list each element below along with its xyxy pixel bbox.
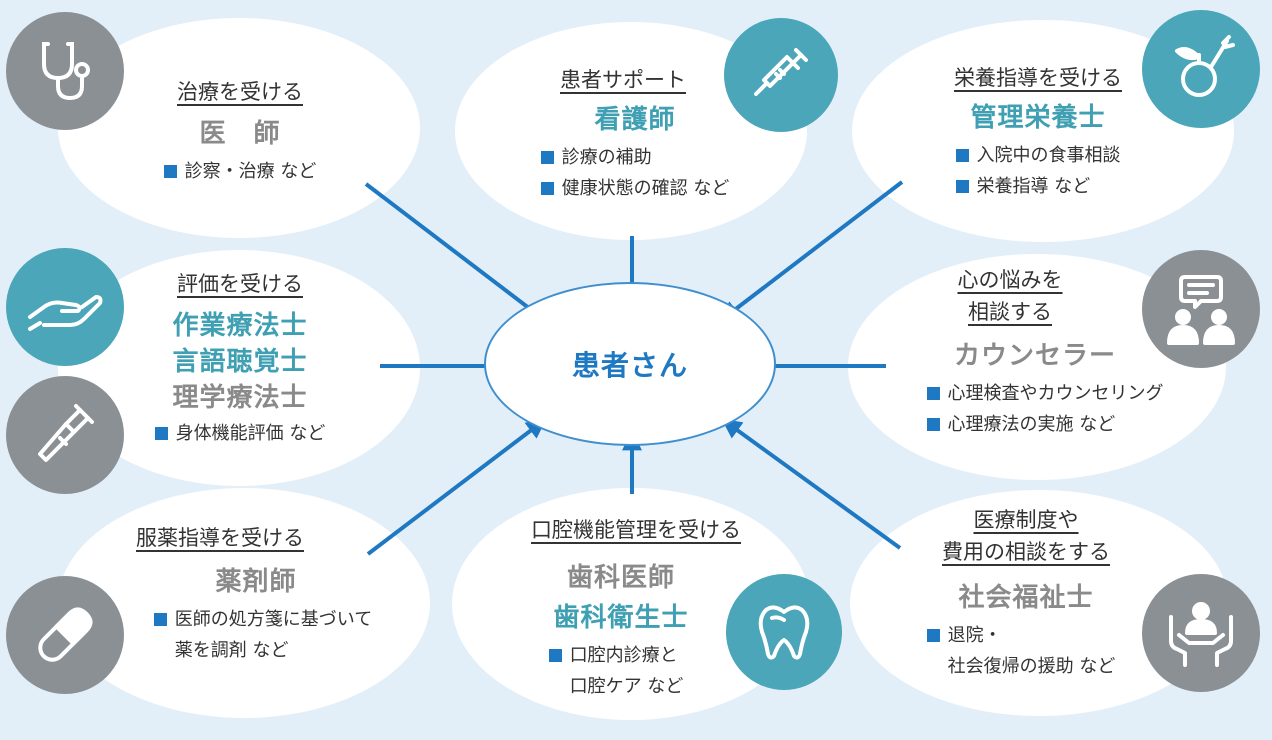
capsule-icon [6,576,124,694]
list-item: 心理検査やカウンセリング [926,378,1164,409]
node-doctor: 治療を受ける 医 師 診察・治療 など [140,76,340,187]
node-role: 理学療法士 [172,383,308,413]
node-role: 歯科医師 [566,563,675,593]
bullet-square [926,418,940,431]
list-item: 身体機能評価 など [154,418,325,449]
node-items: 退院・ 社会復帰の援助 など [926,620,1116,682]
arrow-dietitian [719,180,904,322]
bullet-square [154,427,168,440]
node-items: 口腔内診療と 口腔ケア など [548,640,684,702]
node-role: カウンセラー [953,341,1116,371]
list-item: 社会復帰の援助 など [947,656,1116,677]
node-dietitian: 栄養指導を受ける 管理栄養士 入院中の食事相談 栄養指導 など [920,62,1156,202]
node-title: 治療を受ける [177,80,303,104]
arrow-doctor [364,182,547,322]
node-role: 言語聴覚士 [172,347,308,377]
node-title: 口腔機能管理を受ける [531,518,741,542]
list-item: 退院・ [926,620,1116,651]
node-counselor: 心の悩みを 相談する カウンセラー 心理検査やカウンセリング 心理療法の実施 な… [900,264,1190,440]
node-title: 栄養指導を受ける [954,66,1122,90]
node-role: 医 師 [199,119,281,149]
fruit-vegetable-icon [1142,10,1260,128]
node-title: 医療制度や [973,508,1079,532]
list-item: 診察・治療 など [163,156,316,187]
list-item: 健康状態の確認 など [540,173,729,204]
node-items: 心理検査やカウンセリング 心理療法の実施 など [926,378,1164,440]
tooth-icon [726,574,842,690]
arrow-pharmacist [366,418,547,556]
bullet-square [540,182,554,195]
oval-pharmacist [58,488,430,718]
center-patient: 患者さん [484,282,776,446]
node-socialworker: 医療制度や 費用の相談をする 社会福祉士 退院・ 社会復帰の援助 など [906,504,1146,682]
node-title: 患者サポート [560,68,686,92]
syringe-icon [724,18,838,132]
center-label: 患者さん [571,349,688,382]
node-title: 心の悩みを [957,268,1063,292]
node-dental: 口腔機能管理を受ける 歯科医師 歯科衛生士 口腔内診療と 口腔ケア など [506,514,766,702]
node-nurse: 患者サポート 看護師 診療の補助 健康状態の確認 など [515,64,755,204]
bullet-square [926,387,940,400]
open-hand-icon [6,248,124,366]
bullet-square [163,165,177,178]
node-items: 診察・治療 など [163,156,316,187]
list-item: 医師の処方箋に基づいて [153,604,372,635]
node-title: 費用の相談をする [942,540,1110,564]
bullet-square [548,649,562,662]
stethoscope-icon [6,12,124,130]
list-item: 口腔内診療と [548,640,684,671]
node-items: 医師の処方箋に基づいて 薬を調剤 など [153,604,372,666]
list-item: 心理療法の実施 など [926,409,1164,440]
node-items: 入院中の食事相談 栄養指導 など [955,140,1121,202]
bullet-square [955,180,969,193]
bullet-square [955,149,969,162]
node-title: 服薬指導を受ける [136,526,304,550]
bullet-square [540,151,554,164]
node-role: 管理栄養士 [970,103,1106,133]
list-item: 口腔ケア など [569,676,684,697]
node-items: 身体機能評価 など [154,418,325,449]
node-role: 歯科衛生士 [553,603,689,633]
node-items: 診療の補助 健康状態の確認 など [540,142,730,204]
node-role: 社会福祉士 [958,583,1094,613]
speech-people-icon [1142,250,1260,368]
node-role: 薬剤師 [215,567,297,597]
node-role: 看護師 [594,105,676,135]
node-title: 評価を受ける [177,272,303,296]
list-item: 診療の補助 [540,142,730,173]
support-person-icon [1142,574,1260,692]
bullet-square [153,613,167,626]
arrow-socialworker [721,418,902,550]
bullet-square [926,629,940,642]
list-item: 栄養指導 など [955,171,1121,202]
crutch-icon [6,376,124,494]
list-item: 入院中の食事相談 [955,140,1121,171]
node-role: 作業療法士 [172,311,308,341]
node-title: 相談する [968,300,1052,324]
list-item: 薬を調剤 など [174,640,289,661]
node-pharmacist: 服薬指導を受ける 薬剤師 医師の処方箋に基づいて 薬を調剤 など [132,522,394,666]
node-therapist: 評価を受ける 作業療法士 言語聴覚士 理学療法士 身体機能評価 など [128,268,352,449]
